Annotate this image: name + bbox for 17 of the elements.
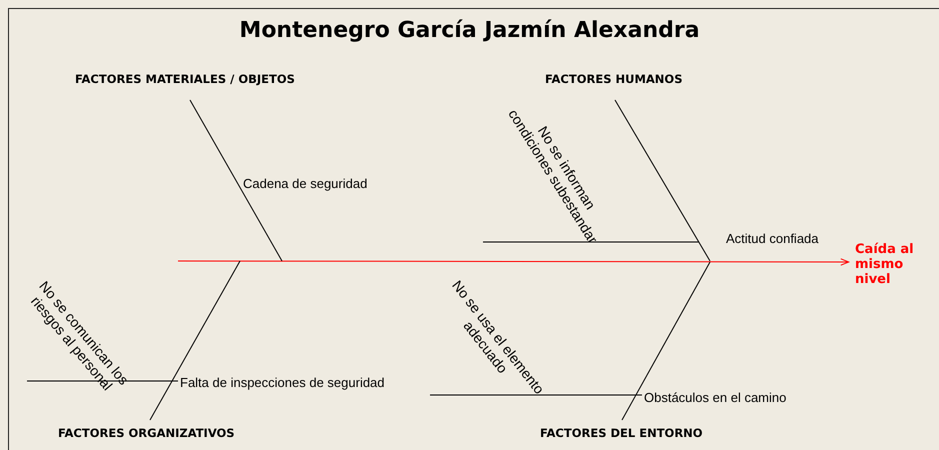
bone-line [614, 100, 710, 262]
bone-line [150, 260, 240, 420]
category-heading: FACTORES ORGANIZATIVOS [58, 426, 235, 440]
sub-cause-line [26, 380, 178, 382]
effect-label: Caída al mismo nivel [855, 242, 937, 287]
diagram-title: Montenegro García Jazmín Alexandra [238, 18, 701, 43]
bone-line [622, 262, 710, 420]
sub-cause-line [430, 394, 642, 396]
bone-line [190, 100, 282, 262]
cause-label: Falta de inspecciones de seguridad [180, 375, 385, 390]
spine-arrow [178, 258, 850, 266]
cause-label: Actitud confiada [726, 231, 819, 246]
cause-label: Obstáculos en el camino [644, 390, 786, 405]
category-heading: FACTORES MATERIALES / OBJETOS [75, 72, 295, 86]
category-heading: FACTORES HUMANOS [545, 72, 682, 86]
category-heading: FACTORES DEL ENTORNO [540, 426, 703, 440]
cause-label: Cadena de seguridad [243, 176, 368, 191]
